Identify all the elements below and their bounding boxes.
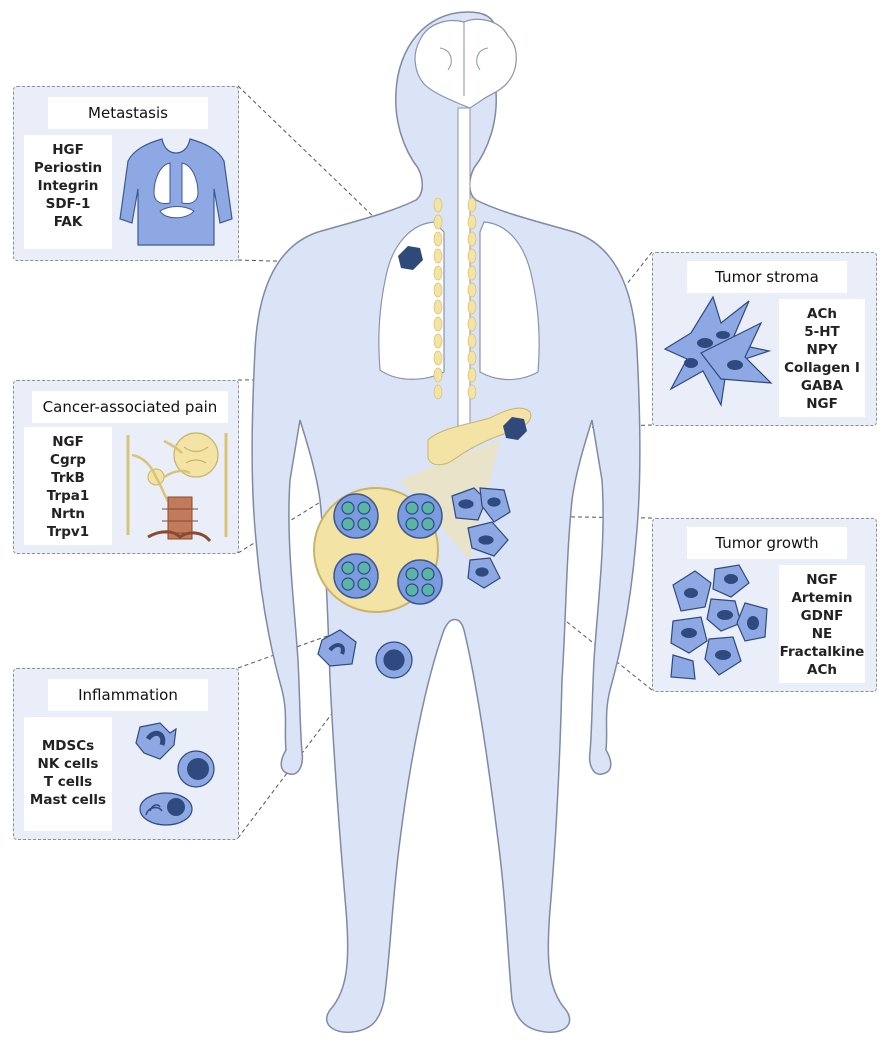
tumor-cells-icon — [670, 564, 768, 680]
pain-list: NGF Cgrp TrkB Trpa1 Nrtn Trpv1 — [24, 427, 112, 545]
tumor-stroma-item: GABA — [800, 378, 844, 394]
tumor-growth-list: NGF Artemin GDNF NE Fractalkine ACh — [779, 565, 865, 683]
right-lung — [479, 221, 540, 381]
pain-item: NGF — [52, 434, 84, 450]
metastasis-item: HGF — [52, 142, 84, 158]
tumor-growth-item: NGF — [806, 572, 838, 588]
tumor-stroma-title: Tumor stroma — [687, 261, 847, 293]
inflammation-list: MDSCs NK cells T cells Mast cells — [24, 717, 112, 831]
metastasis-item: SDF-1 — [45, 196, 91, 212]
inflammation-item: NK cells — [37, 756, 99, 772]
tumor-cell-cluster — [451, 487, 511, 589]
spinal-cord — [457, 107, 471, 431]
pain-item: Nrtn — [50, 506, 86, 522]
pancreas — [427, 407, 532, 466]
inflammation-item: T cells — [43, 774, 93, 790]
tumor-growth-item: Fractalkine — [779, 644, 865, 660]
tumor-growth-item: GDNF — [800, 608, 844, 624]
immune-cells — [317, 629, 413, 679]
torso-lungs-icon — [119, 138, 233, 246]
spinal-nerve-icon — [126, 432, 228, 543]
tumor-stroma-item: ACh — [807, 306, 837, 322]
left-lung — [378, 221, 445, 380]
metastasis-list: HGF Periostin Integrin SDF-1 FAK — [24, 135, 112, 249]
inflammation-title: Inflammation — [48, 679, 208, 711]
inflammation-item: Mast cells — [29, 792, 107, 808]
tumor-stroma-item: 5-HT — [804, 324, 840, 340]
tumor-growth-item: ACh — [807, 662, 837, 678]
fibroblast-icon — [663, 295, 773, 407]
lung-tumor — [398, 246, 423, 270]
tumor-growth-panel: Tumor growth NGF Artemin GDNF NE Fractal… — [652, 518, 877, 692]
metastasis-item: Periostin — [33, 160, 103, 176]
brain-outline — [414, 18, 517, 109]
zoom-circle — [313, 487, 443, 613]
metastasis-item: Integrin — [37, 178, 99, 194]
pain-item: TrkB — [51, 470, 85, 486]
metastasis-panel: Metastasis HGF Periostin Integrin SDF-1 … — [13, 86, 239, 261]
tumor-growth-item: NE — [811, 626, 833, 642]
pain-item: Trpv1 — [46, 524, 90, 540]
metastasis-title: Metastasis — [48, 97, 208, 129]
tumor-stroma-item: Collagen I — [784, 360, 860, 376]
brain-folds — [439, 22, 489, 96]
inflammation-item: MDSCs — [41, 738, 95, 754]
pain-panel: Cancer-associated pain NGF Cgrp TrkB Trp… — [13, 380, 239, 554]
immune-cells-icon — [135, 722, 215, 826]
sympathetic-chains — [433, 197, 477, 400]
pain-title: Cancer-associated pain — [32, 391, 228, 423]
pain-item: Trpa1 — [46, 488, 90, 504]
tumor-stroma-panel: Tumor stroma ACh 5-HT NPY Collagen I GAB… — [652, 252, 877, 426]
tumor-stroma-item: NPY — [806, 342, 838, 358]
tumor-growth-item: Artemin — [791, 590, 853, 606]
inflammation-panel: Inflammation MDSCs NK cells T cells Mast… — [13, 668, 239, 840]
tumor-growth-title: Tumor growth — [687, 527, 847, 559]
tumor-stroma-list: ACh 5-HT NPY Collagen I GABA NGF — [779, 299, 865, 417]
metastasis-item: FAK — [53, 214, 83, 230]
pancreas-tumor — [503, 417, 527, 440]
pain-item: Cgrp — [50, 452, 86, 468]
tumor-stroma-item: NGF — [806, 396, 838, 412]
